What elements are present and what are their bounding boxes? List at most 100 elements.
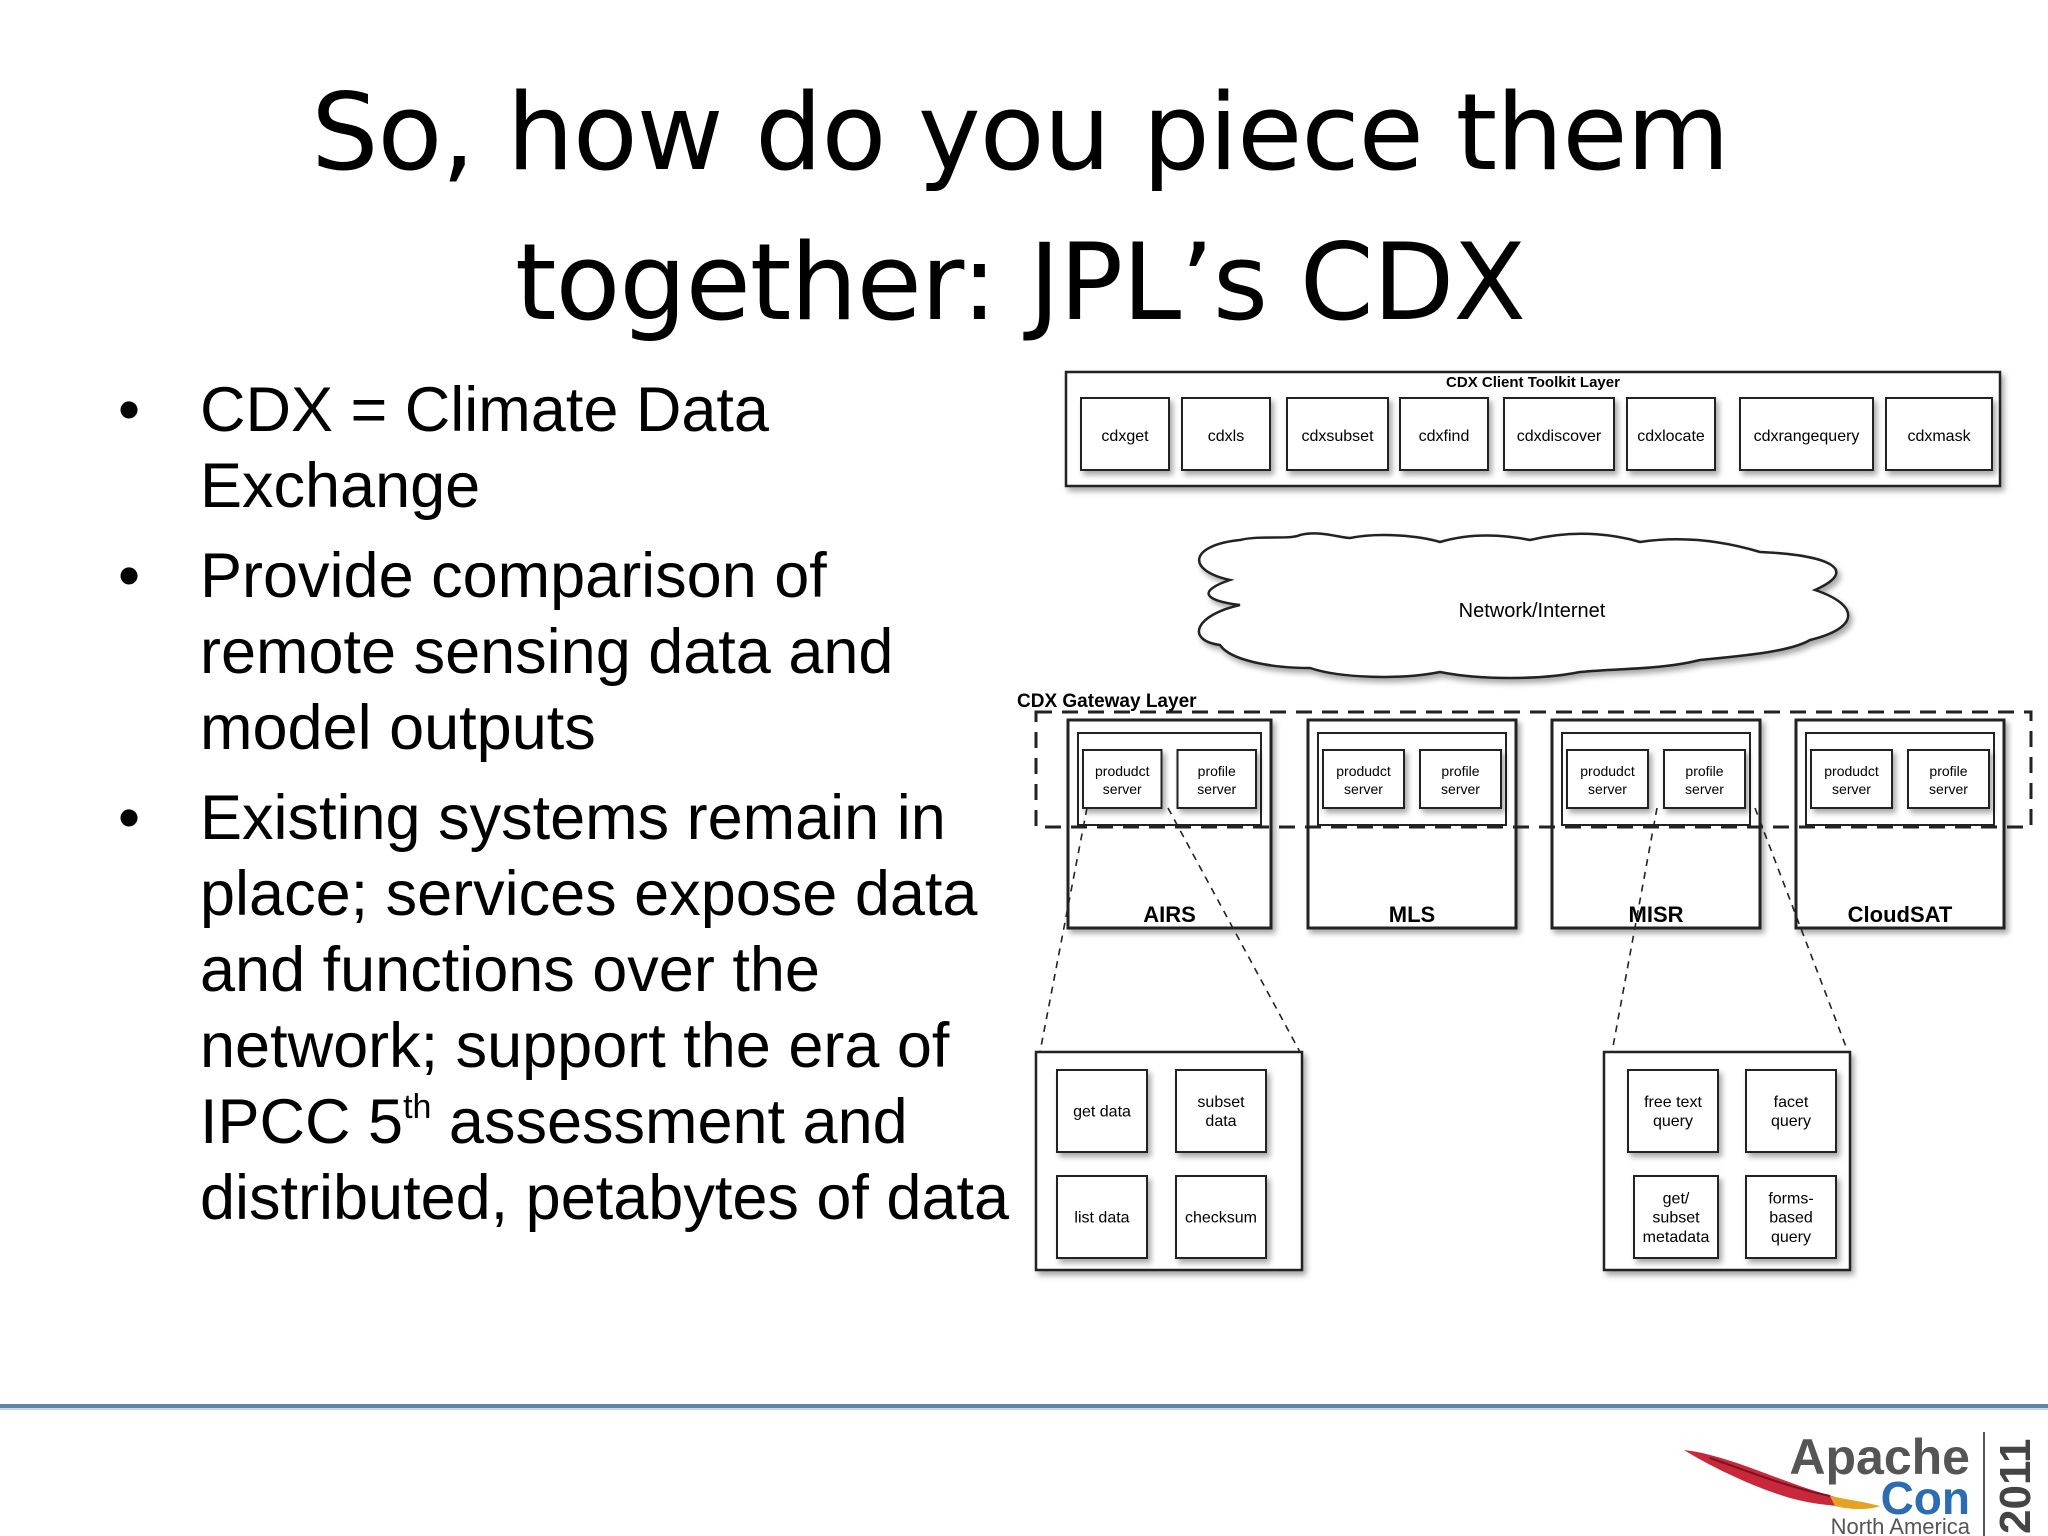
slide-title: So, how do you piece them together: JPL’… [160, 58, 1880, 358]
product-services-panel: get data subset data list data checksum [1034, 1050, 1304, 1272]
profile-server-label: server [1685, 781, 1724, 797]
service-box [1745, 1069, 1837, 1153]
tool-cdxmask: cdxmask [1885, 397, 1993, 471]
system-name: CloudSAT [1848, 902, 1953, 927]
service-label: subset [1197, 1094, 1245, 1111]
tool-label: cdxsubset [1301, 428, 1374, 445]
product-server-label: produdct [1336, 763, 1391, 779]
product-server-box [1566, 749, 1649, 809]
service-list-data: list data [1056, 1175, 1148, 1259]
tool-cdxsubset: cdxsubset [1286, 397, 1389, 471]
bullet-item: •Existing systems remain in place; servi… [118, 780, 1038, 1236]
title-line-1: So, how do you piece them [311, 71, 1730, 194]
product-server-label: server [1588, 781, 1627, 797]
tool-box [1503, 397, 1615, 471]
tool-label: cdxrangequery [1754, 428, 1860, 445]
service-label: query [1771, 1113, 1811, 1130]
client-layer-title: CDX Client Toolkit Layer [1446, 374, 1620, 391]
product-server-label: server [1103, 781, 1142, 797]
tool-box [1885, 397, 1993, 471]
system-name: MLS [1389, 902, 1435, 927]
tool-label: cdxfind [1419, 428, 1470, 445]
logo-con: Con [1881, 1472, 1970, 1524]
service-label: get data [1073, 1104, 1131, 1121]
product-server: produdct server [1566, 749, 1649, 809]
cdx-architecture-diagram: CDX Client Toolkit Layer cdxget cdxls cdxs… [1017, 370, 2033, 1272]
service-label: list data [1074, 1210, 1129, 1227]
bullet-item: • Provide comparison of remote sensing da… [118, 538, 1038, 766]
service-label: get/ [1663, 1190, 1690, 1207]
service-label: based [1769, 1210, 1813, 1227]
product-server-box [1082, 749, 1163, 809]
profile-services-panel: free text query facet query get/subsetmetada… [1602, 1050, 1852, 1272]
cloud-shape [1197, 532, 1850, 680]
profile-server-box [1176, 749, 1257, 809]
tool-label: cdxls [1208, 428, 1244, 445]
service-box [1056, 1175, 1148, 1259]
tool-label: cdxlocate [1637, 428, 1705, 445]
bullet-dot: • [118, 541, 141, 611]
profile-server: profile server [1419, 749, 1502, 809]
profile-server-label: profile [1929, 763, 1967, 779]
profile-server-label: server [1441, 781, 1480, 797]
tool-cdxls: cdxls [1181, 397, 1271, 471]
service-box [1627, 1069, 1719, 1153]
profile-server-box [1419, 749, 1502, 809]
system-name: AIRS [1143, 902, 1196, 927]
network-label: Network/Internet [1459, 600, 1606, 622]
service-label: free text [1644, 1094, 1702, 1111]
feather-icon [1684, 1450, 1880, 1507]
product-server-label: produdct [1824, 763, 1879, 779]
tool-label: cdxget [1101, 428, 1149, 445]
profile-server-label: profile [1685, 763, 1723, 779]
bullet-text-cont: assessment and distributed, petabytes of… [200, 1087, 1010, 1233]
service-label: metadata [1643, 1229, 1710, 1246]
tool-box [1286, 397, 1389, 471]
network-cloud: Network/Internet [1197, 532, 1850, 680]
zoom-connectors [1039, 807, 1849, 1053]
service-get-data: get data [1056, 1069, 1148, 1153]
client-toolkit-layer: CDX Client Toolkit Layer cdxget cdxls cdxs… [1064, 370, 2002, 488]
superscript: th [403, 1088, 432, 1126]
service-box [1633, 1175, 1719, 1259]
service-label: data [1205, 1113, 1236, 1130]
service-box [1745, 1175, 1837, 1259]
service-label: forms- [1768, 1190, 1813, 1207]
tool-box [1739, 397, 1874, 471]
profile-server-box [1663, 749, 1746, 809]
bullet-dot: • [118, 783, 141, 853]
connector-line [1611, 807, 1658, 1053]
tool-cdxfind: cdxfind [1399, 397, 1489, 471]
bullet-text: Provide comparison of remote sensing dat… [200, 541, 894, 763]
feather-spine [1709, 1457, 1831, 1497]
service-box [1175, 1175, 1267, 1259]
feather-tip [1830, 1496, 1880, 1509]
service-label: query [1653, 1113, 1693, 1130]
tool-label: cdxmask [1907, 428, 1971, 445]
service-subset-data: subset data [1175, 1069, 1267, 1153]
profile-server-label: server [1197, 781, 1236, 797]
connector-line [1754, 807, 1849, 1053]
profile-server-box [1907, 749, 1990, 809]
connector-line [1039, 807, 1088, 1053]
product-server-label: produdct [1580, 763, 1635, 779]
service-checksum: checksum [1175, 1175, 1267, 1259]
tool-box [1080, 397, 1170, 471]
logo-region: North America [1831, 1514, 1971, 1536]
profile-server-label: profile [1441, 763, 1479, 779]
tool-cdxget: cdxget [1080, 397, 1170, 471]
tool-box [1399, 397, 1489, 471]
bullet-item: •CDX = Climate Data Exchange [118, 372, 1038, 524]
service-box [1175, 1069, 1267, 1153]
tool-cdxrangequery: cdxrangequery [1739, 397, 1874, 471]
title-line-2: together: JPL’s CDX [514, 221, 1526, 344]
footer-rule [0, 1404, 2048, 1408]
service-label: facet [1774, 1094, 1809, 1111]
